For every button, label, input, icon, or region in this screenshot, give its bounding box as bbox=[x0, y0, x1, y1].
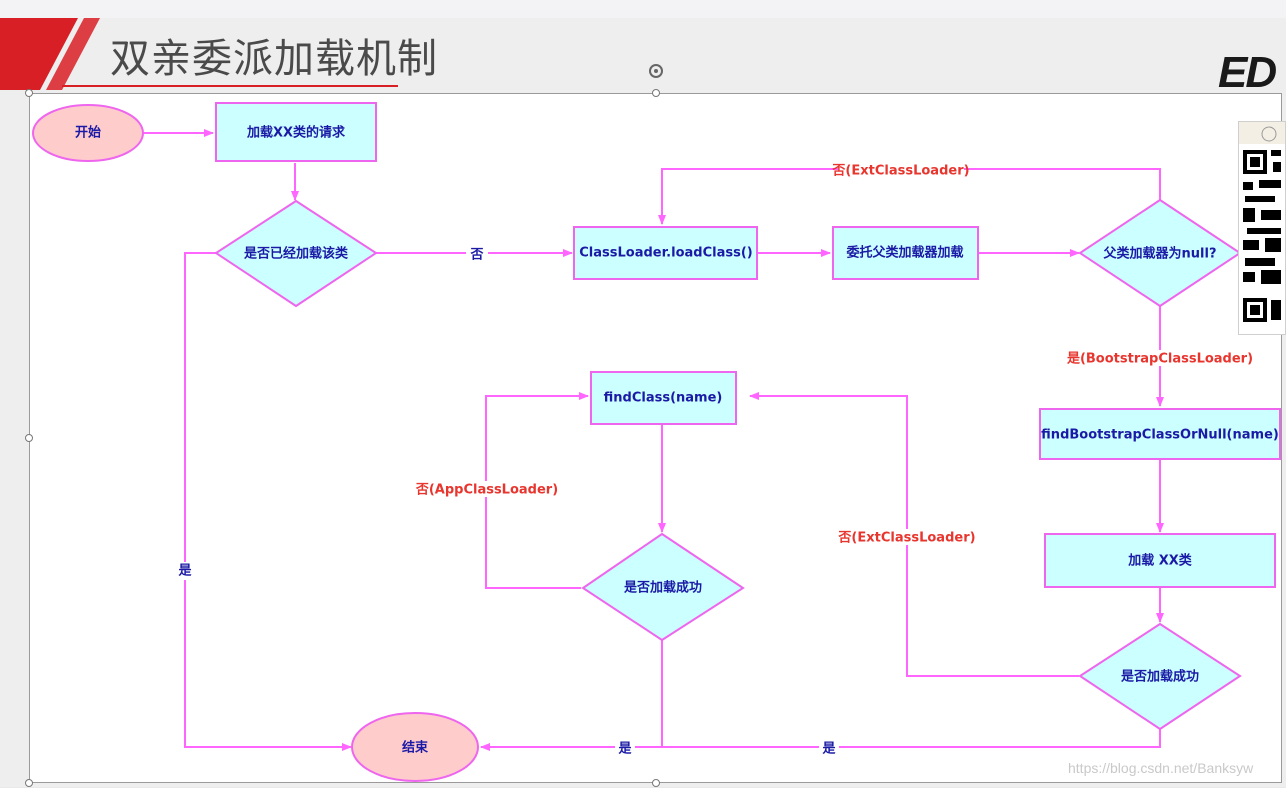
edge-label-no-ext-mid: 否(ExtClassLoader) bbox=[837, 531, 975, 546]
edge-label-yes-mid: 是 bbox=[617, 742, 632, 757]
title-underline bbox=[62, 85, 398, 87]
qr-code-icon bbox=[1239, 122, 1285, 322]
loaded-check-node bbox=[214, 199, 378, 308]
success-mid-node bbox=[581, 532, 745, 642]
delegate-label: 委托父类加载器加载 bbox=[845, 245, 963, 261]
load-xx-node bbox=[1044, 533, 1276, 588]
load-xx-label: 加载 XX类 bbox=[1127, 553, 1193, 569]
start-label: 开始 bbox=[75, 125, 101, 141]
edge-successright-end bbox=[480, 729, 1161, 751]
resize-handle-tl[interactable] bbox=[25, 89, 33, 97]
find-bootstrap-label: findBootstrapClassOrNull(name) bbox=[1041, 428, 1279, 443]
request-node bbox=[215, 102, 377, 162]
top-strip bbox=[0, 0, 1286, 18]
loadclass-node bbox=[573, 226, 758, 280]
nodes bbox=[32, 102, 1281, 782]
resize-handle-tm[interactable] bbox=[652, 89, 660, 97]
diagram-canvas[interactable]: 开始 加载XX类的请求 是否已经加载该类 ClassLoader.loadCla… bbox=[29, 93, 1282, 783]
qr-code-panel bbox=[1238, 121, 1286, 335]
slide-title: 双亲委派加载机制 bbox=[110, 36, 438, 82]
rotate-handle-icon[interactable] bbox=[647, 62, 665, 80]
edge-label-yes-right: 是 bbox=[821, 742, 836, 757]
success-right-label: 是否加载成功 bbox=[1120, 669, 1199, 685]
end-label: 结束 bbox=[402, 740, 429, 756]
findclass-label: findClass(name) bbox=[604, 391, 723, 406]
resize-handle-ml[interactable] bbox=[25, 434, 33, 442]
parent-null-node bbox=[1078, 198, 1242, 308]
delegate-node bbox=[832, 226, 979, 280]
parent-null-label: 父类加载器为null? bbox=[1103, 246, 1217, 262]
flowchart: 开始 加载XX类的请求 是否已经加载该类 ClassLoader.loadCla… bbox=[32, 102, 1281, 782]
resize-handle-bm[interactable] bbox=[652, 779, 660, 787]
edge-label-no: 否 bbox=[469, 248, 483, 263]
loaded-check-label: 是否已经加载该类 bbox=[243, 246, 349, 262]
end-node bbox=[351, 712, 479, 782]
edge-label-yes-left: 是 bbox=[177, 564, 192, 579]
edge-label-yes-bootstrap: 是(BootstrapClassLoader) bbox=[1066, 352, 1253, 367]
edge-check-end bbox=[184, 252, 352, 751]
success-mid-label: 是否加载成功 bbox=[623, 580, 702, 596]
edge-label-no-app: 否(AppClassLoader) bbox=[415, 483, 558, 498]
watermark: https://blog.csdn.net/Banksyw bbox=[1068, 760, 1254, 776]
findclass-node bbox=[590, 371, 737, 425]
start-node bbox=[32, 104, 144, 162]
title-accent-icon bbox=[0, 18, 100, 90]
request-label: 加载XX类的请求 bbox=[246, 125, 346, 141]
loadclass-label: ClassLoader.loadClass() bbox=[579, 246, 752, 261]
success-right-node bbox=[1078, 622, 1242, 731]
edge-label-no-ext-top: 否(ExtClassLoader) bbox=[831, 164, 969, 179]
brand-logo: ED bbox=[1218, 48, 1277, 97]
resize-handle-bl[interactable] bbox=[25, 779, 33, 787]
find-bootstrap-node bbox=[1039, 408, 1281, 460]
